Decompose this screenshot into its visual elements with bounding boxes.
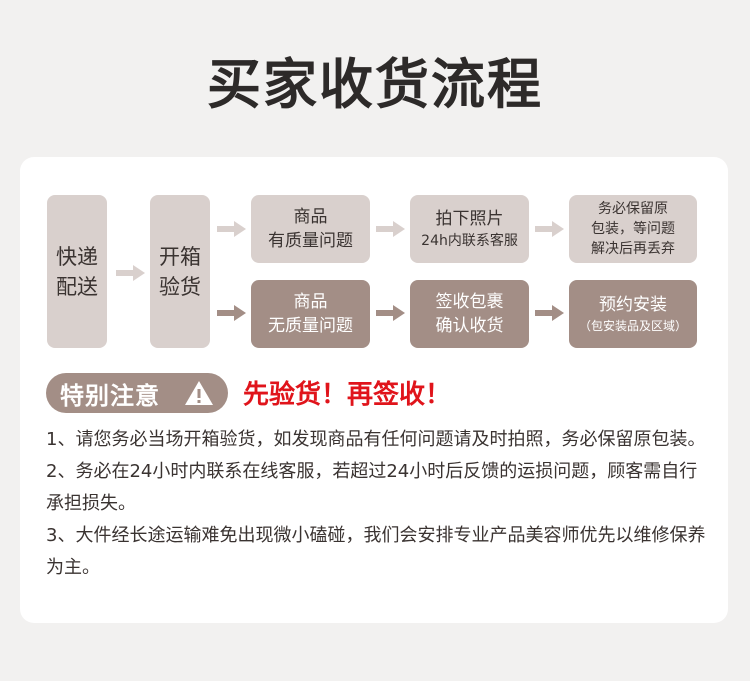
flow-box-confirm-receipt: 签收包裹 确认收货 [410, 280, 529, 348]
page-title: 买家收货流程 [207, 53, 543, 116]
box-text: 商品 [293, 292, 328, 312]
notice-list: 1、请您务必当场开箱验货，如发现商品有任何问题请及时拍照，务必保留原包装。 2、… [46, 424, 706, 584]
box-text: 务必保留原 [598, 201, 668, 217]
flow-box-take-photo: 拍下照片 24h内联系客服 [410, 195, 529, 263]
box-text: 拍下照片 [435, 209, 504, 229]
box-text: 包装，等问题 [591, 221, 675, 237]
arrow-right-icon [217, 305, 247, 321]
arrow-right-icon [217, 221, 247, 237]
box-text: 24h内联系客服 [421, 233, 518, 249]
arrow-right-icon [535, 305, 565, 321]
notice-label: 特别注意 [60, 381, 160, 410]
arrow-right-icon [535, 221, 565, 237]
step-text: 快递 [56, 244, 98, 269]
flow-box-keep-package: 务必保留原 包装，等问题 解决后再丢弃 [569, 195, 697, 263]
step-text: 配送 [56, 274, 98, 299]
notice-item: 3、大件经长途运输难免出现微小磕碰，我们会安排专业产品美容师优先以维修保养为主。 [46, 525, 706, 578]
arrow-right-icon [376, 305, 406, 321]
box-text: 签收包裹 [435, 292, 504, 312]
box-text: 商品 [293, 207, 328, 227]
notice-item: 1、请您务必当场开箱验货，如发现商品有任何问题请及时拍照，务必保留原包装。 [46, 429, 706, 450]
flow-box-has-quality-issue: 商品 有质量问题 [251, 195, 370, 263]
flow-box-no-quality-issue: 商品 无质量问题 [251, 280, 370, 348]
arrow-right-icon [116, 265, 146, 281]
box-text: 预约安装 [599, 295, 667, 315]
step-text: 验货 [159, 274, 201, 299]
notice-slogan: 先验货！再签收！ [243, 380, 452, 410]
arrow-right-icon [376, 221, 406, 237]
flow-step-inspect: 开箱 验货 [150, 195, 210, 348]
step-text: 开箱 [159, 244, 201, 269]
box-text: 无质量问题 [268, 316, 353, 336]
notice-item: 2、务必在24小时内联系在线客服，若超过24小时后反馈的运损问题，顾客需自行承担… [46, 461, 698, 514]
box-text: （包安装品及区域） [578, 319, 687, 333]
box-text: 有质量问题 [268, 231, 353, 251]
notice-badge: 特别注意 [46, 373, 228, 413]
box-text: 确认收货 [435, 316, 504, 336]
flow-box-book-install: 预约安装 （包安装品及区域） [569, 280, 697, 348]
flow-step-delivery: 快递 配送 [47, 195, 107, 348]
box-text: 解决后再丢弃 [591, 241, 675, 257]
warning-icon [185, 381, 213, 405]
